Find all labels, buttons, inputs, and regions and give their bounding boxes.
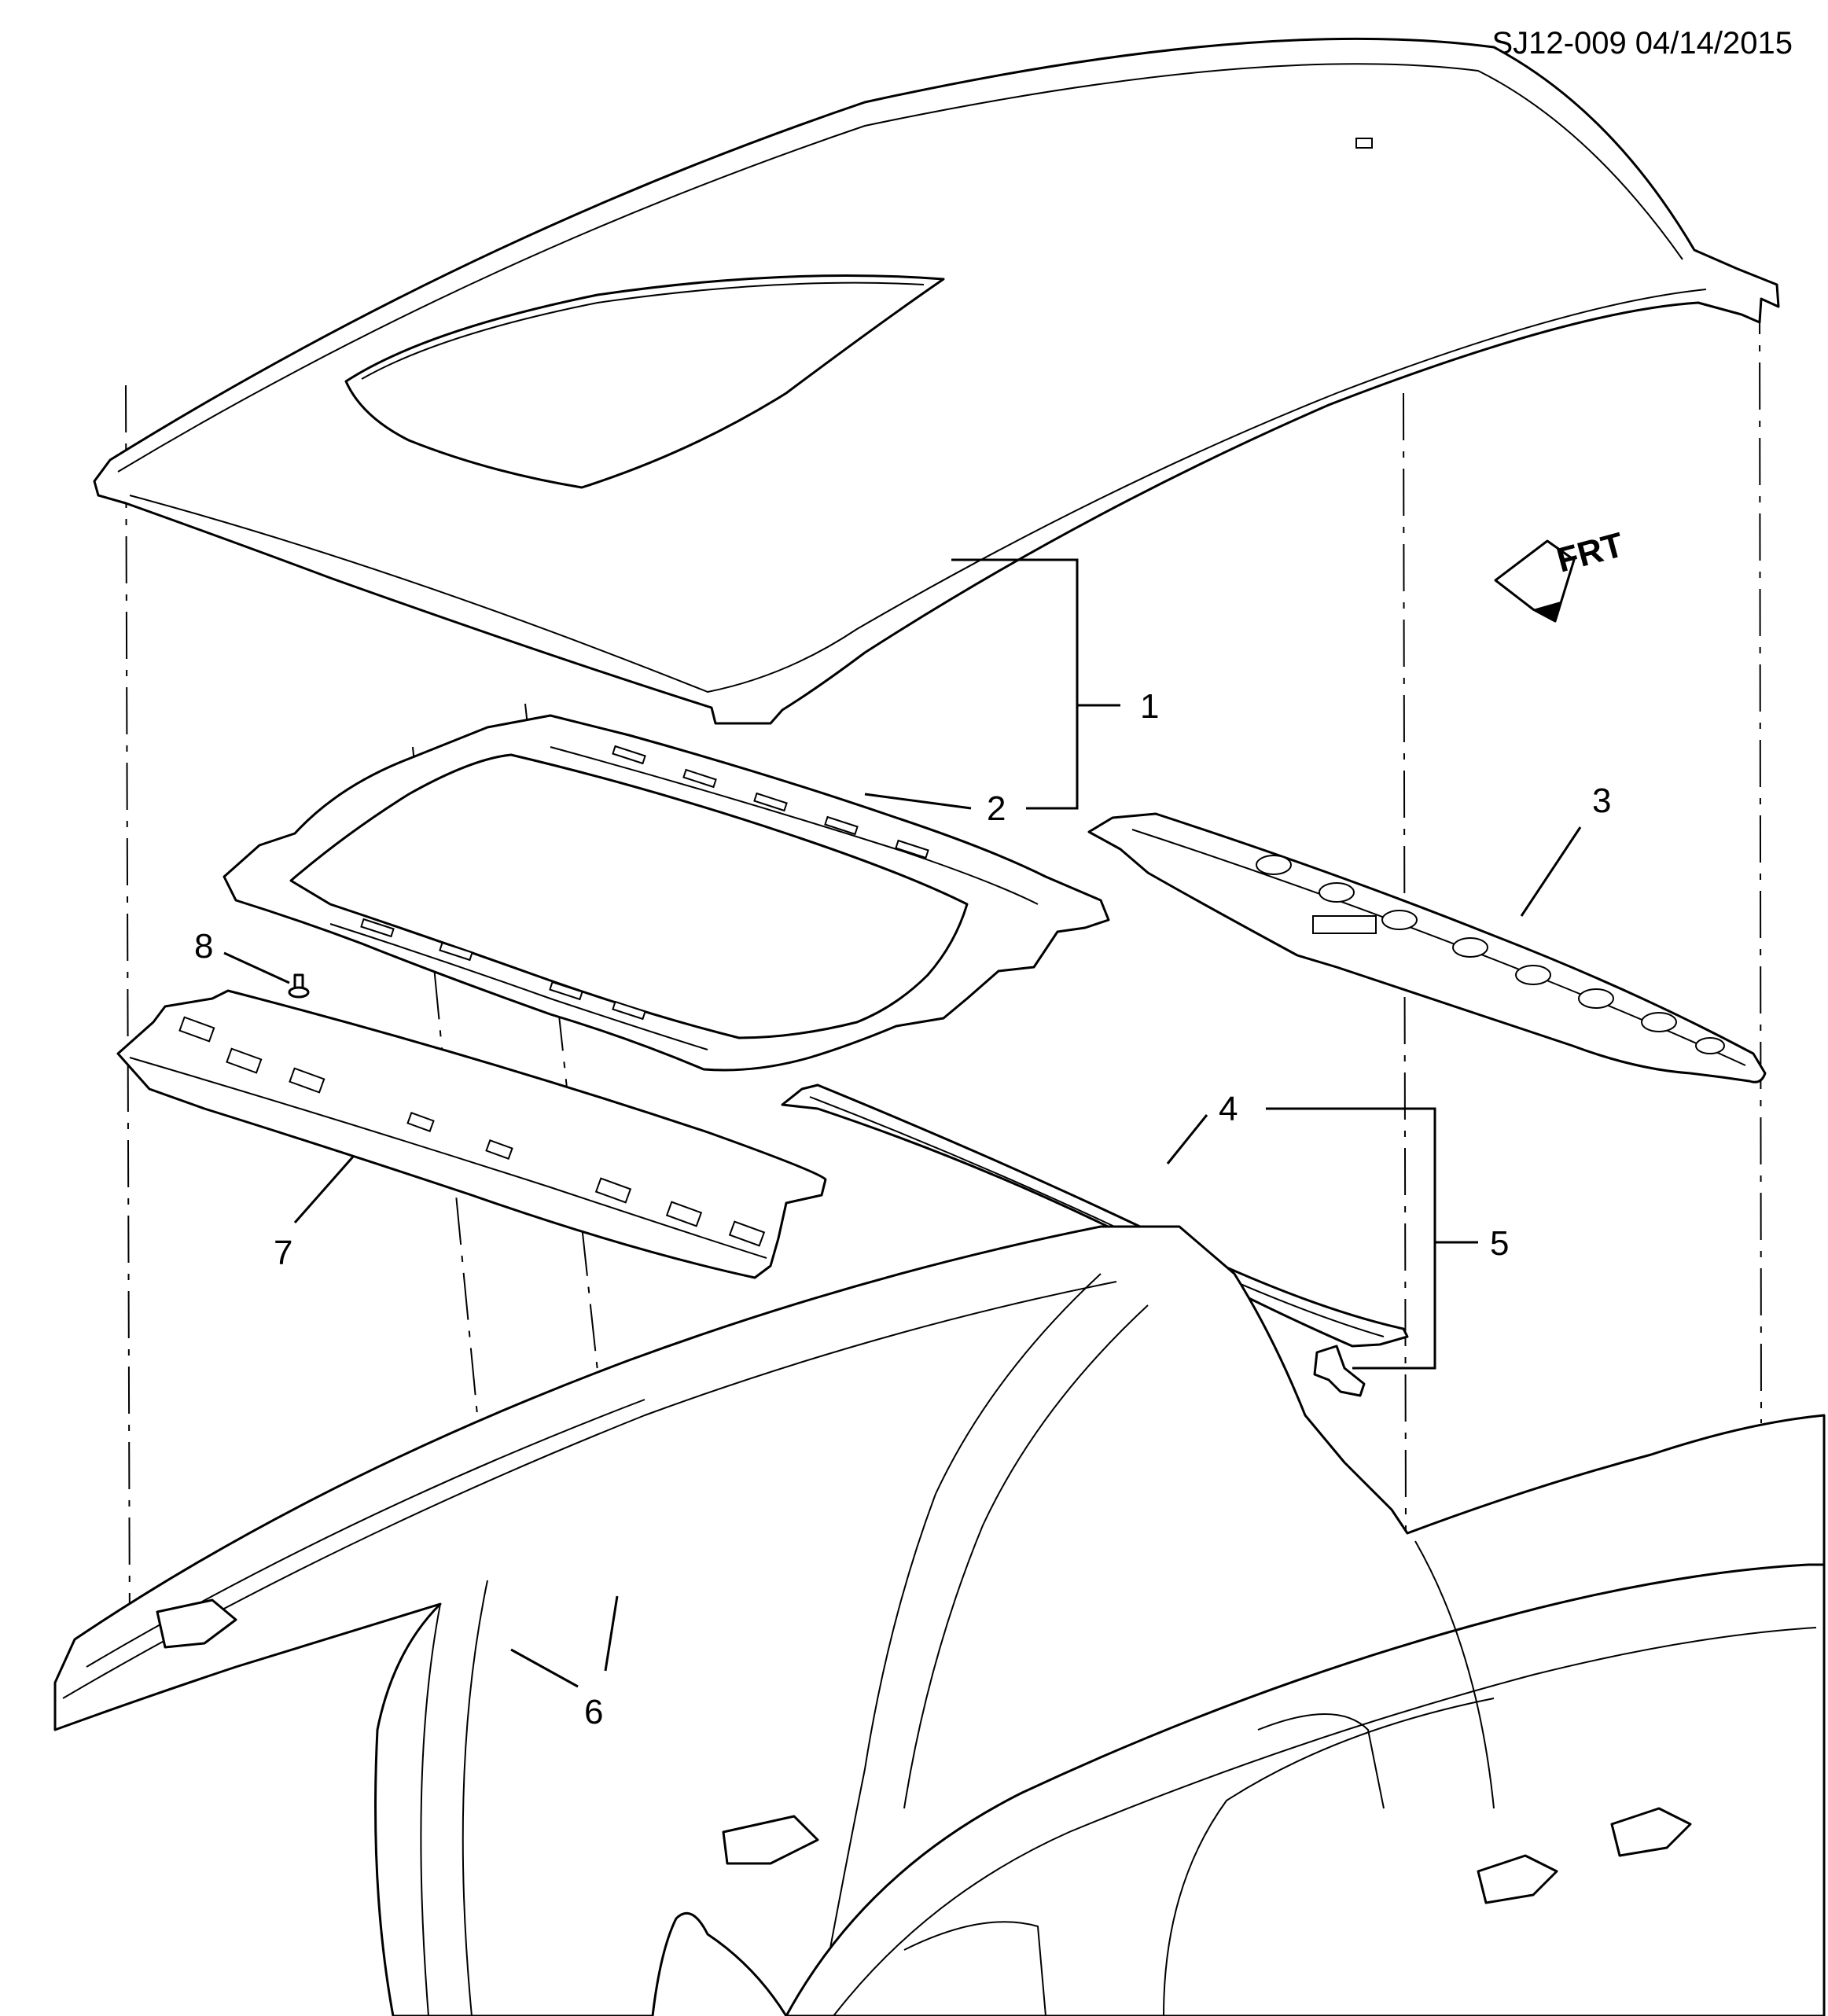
sunroof-frame: [223, 714, 1110, 1072]
header-bracket: [1313, 1345, 1366, 1397]
callout-8: 8: [194, 927, 213, 966]
callout-1: 1: [1140, 687, 1159, 726]
rear-header-panel: [116, 989, 827, 1279]
front-header-panel: [1087, 812, 1767, 1083]
leader-lines: [223, 558, 1582, 1688]
frt-label: FRT: [1553, 525, 1628, 579]
bolt-item-8: [288, 973, 310, 999]
callout-2: 2: [987, 789, 1006, 828]
callout-labels: 1 2 3 4 5 6 7 8: [194, 687, 1611, 1731]
callout-4: 4: [1219, 1090, 1238, 1128]
callout-6: 6: [584, 1693, 603, 1731]
callout-3: 3: [1592, 782, 1611, 820]
body-side-structure: [53, 1225, 1826, 2016]
drawing-code: SJ12-009 04/14/2015: [1491, 26, 1793, 61]
front-arrow-icon: [1494, 539, 1576, 623]
front-direction-indicator: FRT: [1494, 525, 1628, 623]
callout-7: 7: [274, 1234, 292, 1272]
roof-panel: [93, 37, 1780, 725]
callout-5: 5: [1490, 1224, 1509, 1263]
